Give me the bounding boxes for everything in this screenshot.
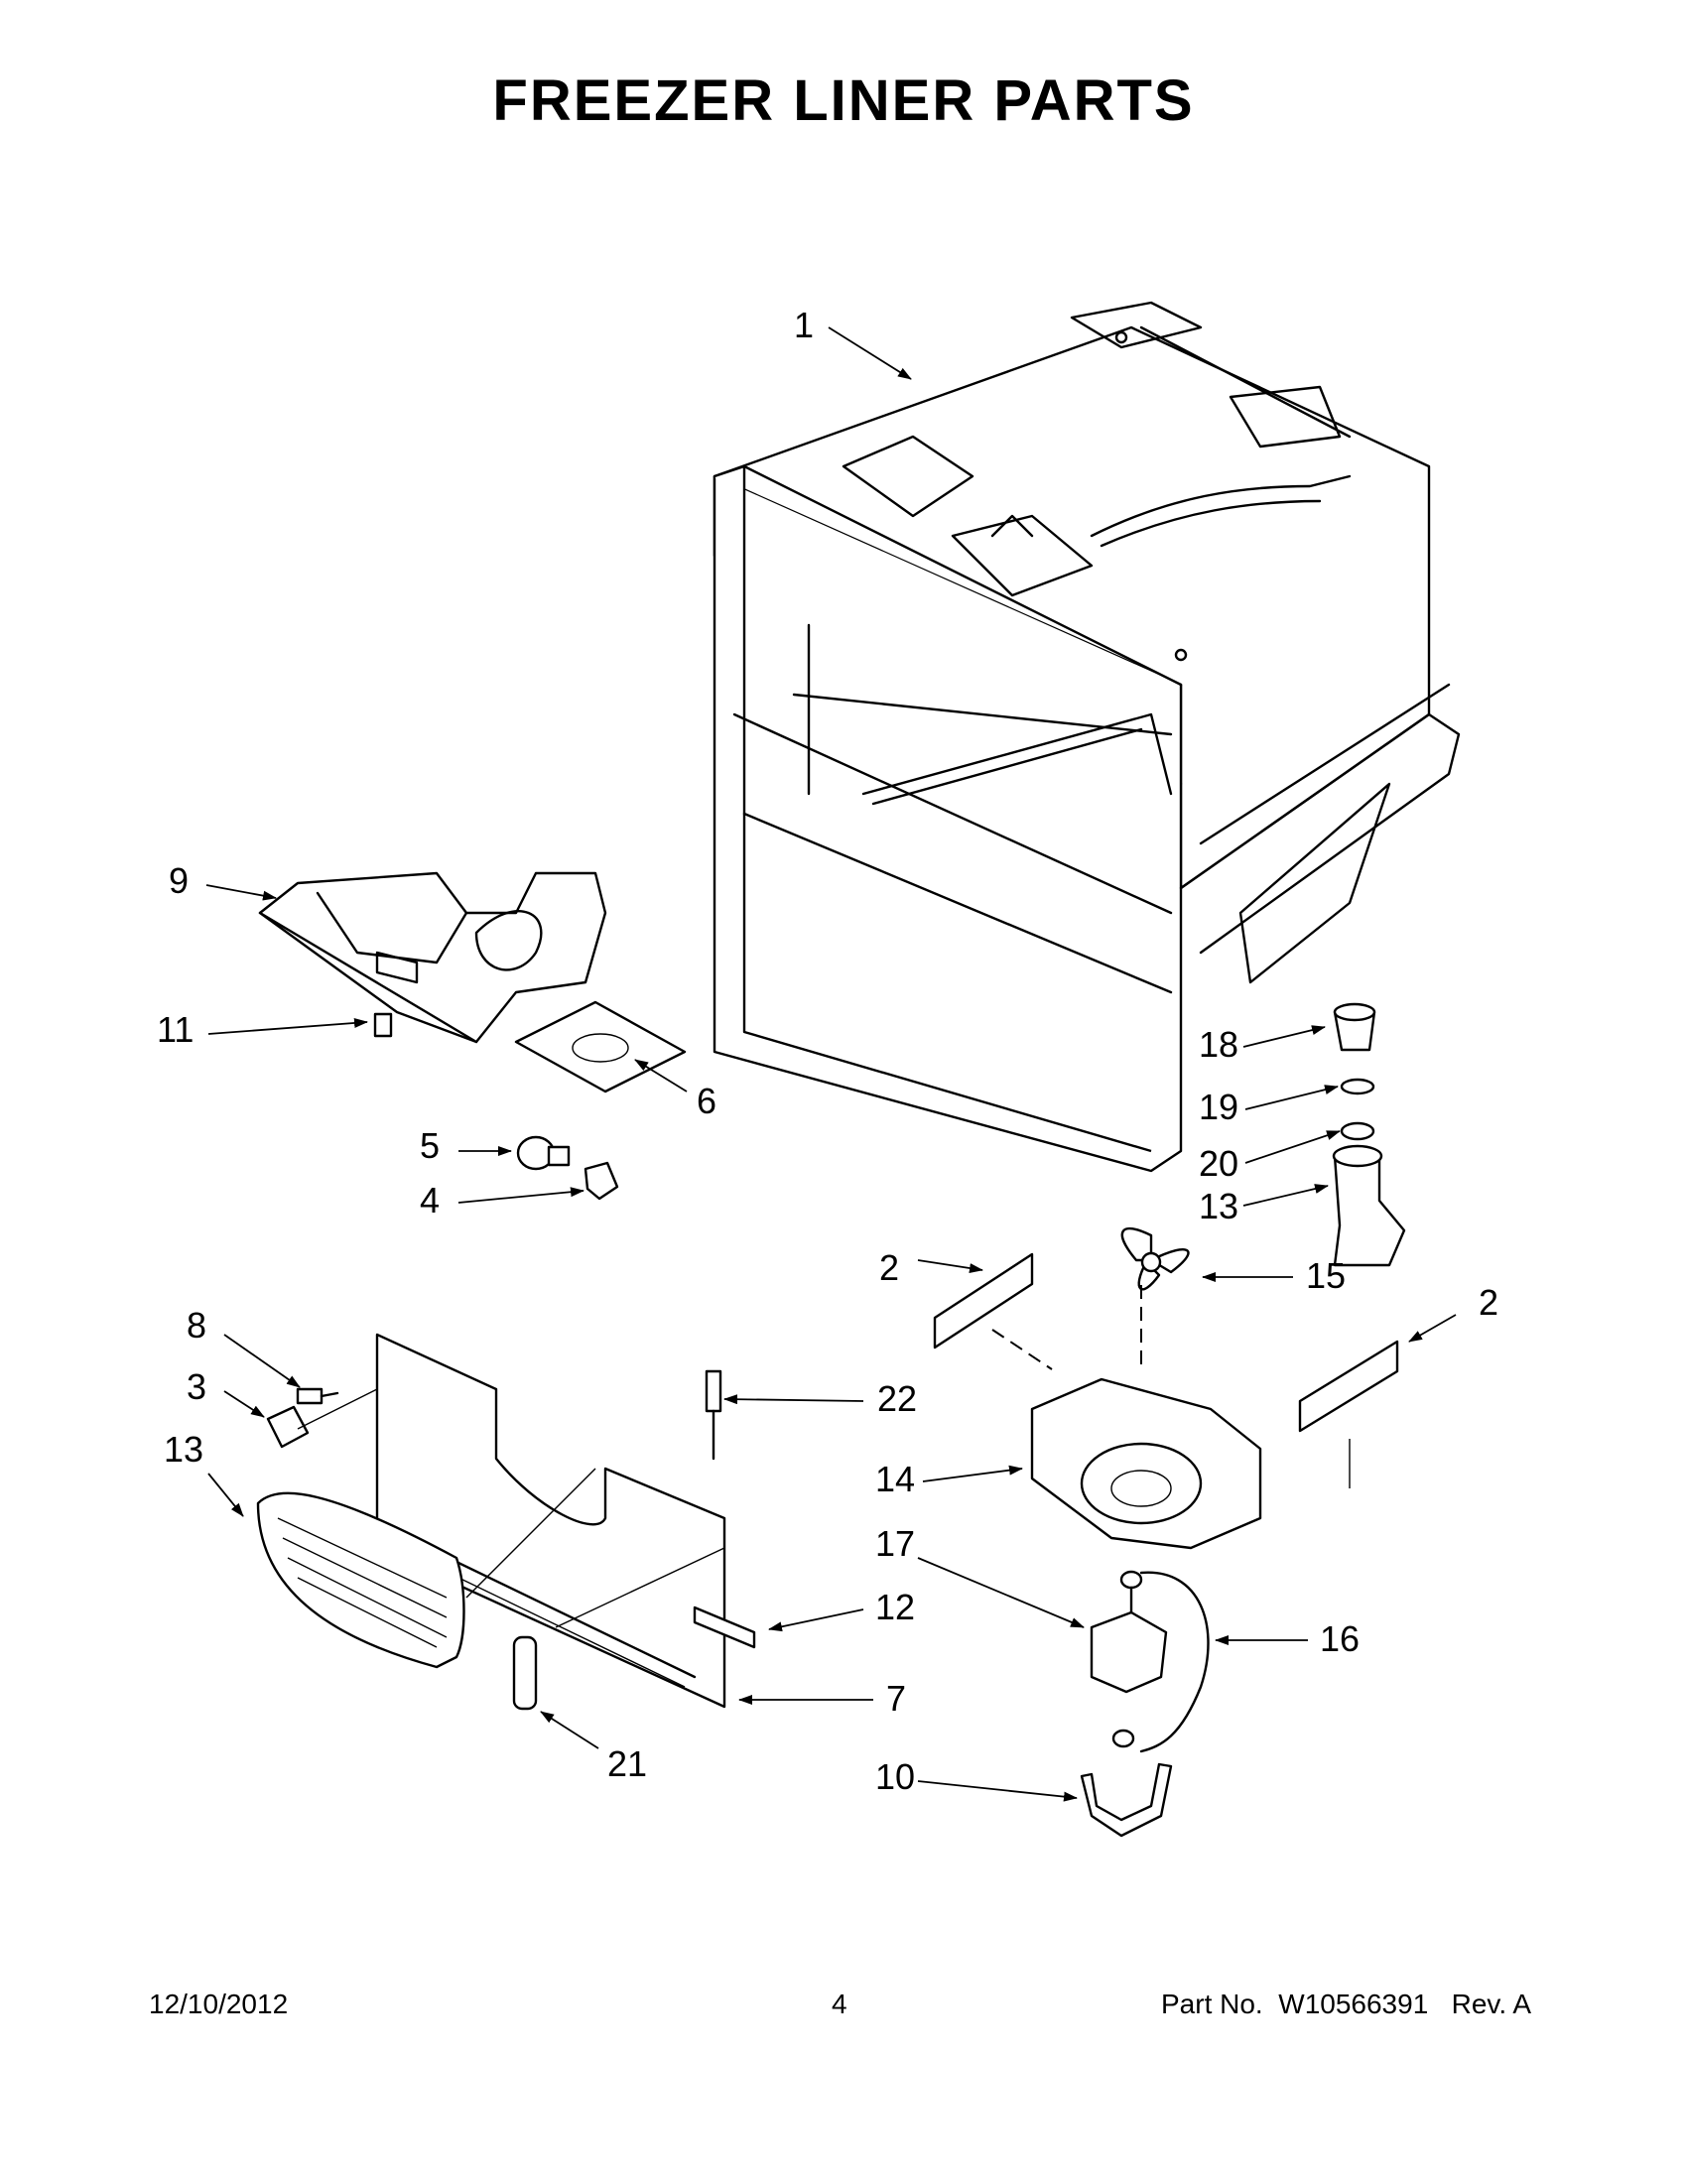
callout-22: 22 <box>877 1378 917 1419</box>
callout-3: 3 <box>187 1366 206 1407</box>
part-3-mount <box>266 1405 310 1449</box>
callout-7: 7 <box>886 1678 906 1719</box>
part-17-motor <box>1090 1570 1168 1694</box>
part-14-shroud <box>1030 1377 1262 1550</box>
part-20-washer <box>1340 1121 1375 1141</box>
callout-15: 15 <box>1306 1255 1346 1296</box>
callout-9: 9 <box>169 860 189 901</box>
callout-18: 18 <box>1199 1024 1238 1065</box>
footer-page-number: 4 <box>832 1989 847 2019</box>
callout-1: 1 <box>794 305 814 345</box>
callout-19: 19 <box>1199 1087 1238 1127</box>
callout-12: 12 <box>875 1587 915 1627</box>
part-9-housing <box>258 871 607 1044</box>
part-13-chute-elbow <box>1332 1144 1406 1267</box>
leader-dash-3 <box>297 1388 378 1430</box>
part-11-switch <box>373 1012 393 1038</box>
part-6-gasket <box>514 1000 687 1093</box>
page-title: FREEZER LINER PARTS <box>492 68 1195 133</box>
callout-6: 6 <box>697 1081 716 1121</box>
part-number-label: Part No. <box>1161 1989 1263 2019</box>
leader-lines <box>205 326 1457 1802</box>
part-number: W10566391 <box>1278 1989 1429 2019</box>
part-13-grille <box>256 1491 465 1669</box>
dash-line-left <box>991 1329 1053 1370</box>
callout-2-right: 2 <box>1479 1282 1498 1323</box>
part-5-bulb <box>516 1135 571 1171</box>
callout-5: 5 <box>420 1125 440 1166</box>
callout-16: 16 <box>1320 1618 1360 1659</box>
callout-20: 20 <box>1199 1143 1238 1184</box>
callout-13-grille: 13 <box>164 1429 203 1470</box>
part-18-chute-cup <box>1333 1002 1376 1052</box>
part-8-screw <box>296 1387 339 1405</box>
part-12-strip <box>693 1606 756 1649</box>
part-22-thermistor <box>705 1369 722 1461</box>
part-4-socket <box>584 1161 619 1201</box>
part-19-o-ring <box>1340 1078 1375 1095</box>
part-16-wire <box>1139 1571 1210 1753</box>
footer-date: 12/10/2012 <box>149 1989 289 2019</box>
callout-14: 14 <box>875 1459 915 1499</box>
part-2-pad-right <box>1298 1340 1399 1433</box>
part-10-bracket <box>1080 1729 1173 1838</box>
callout-2-left: 2 <box>879 1247 899 1288</box>
callout-10: 10 <box>875 1756 915 1797</box>
callout-11: 11 <box>157 1009 194 1050</box>
callout-21: 21 <box>607 1743 647 1784</box>
part-1-freezer-liner <box>713 301 1461 1173</box>
part-2-pad-left <box>933 1252 1034 1349</box>
callout-4: 4 <box>420 1180 440 1220</box>
callout-17: 17 <box>875 1523 915 1564</box>
callout-8: 8 <box>187 1305 206 1346</box>
callout-13-chute: 13 <box>1199 1186 1238 1226</box>
part-21-clip <box>512 1635 538 1711</box>
revision: Rev. A <box>1451 1989 1532 2019</box>
part-15-fan-blade <box>1120 1226 1190 1291</box>
footer-part-info: Part No. W10566391 Rev. A <box>1161 1989 1531 2020</box>
